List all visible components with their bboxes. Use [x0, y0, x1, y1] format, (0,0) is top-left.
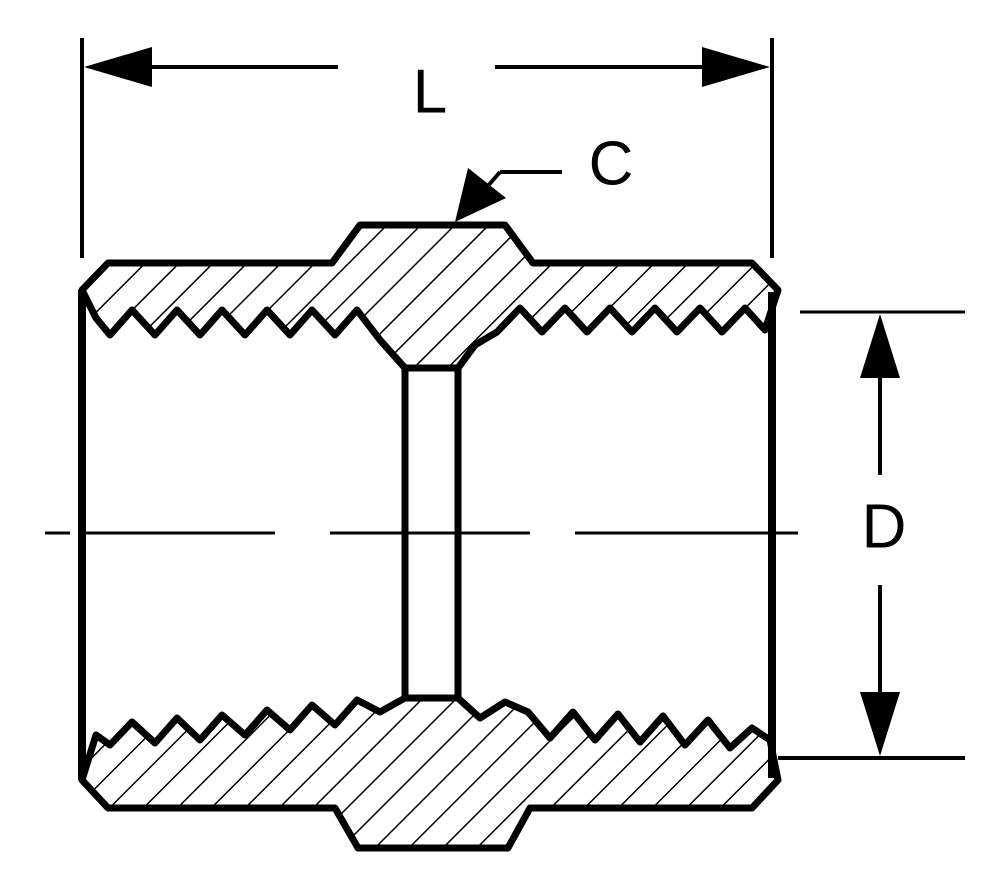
length-arrowhead-left [84, 47, 152, 87]
diameter-arrowhead-bottom [860, 692, 900, 756]
length-arrowhead-right [702, 47, 770, 87]
center-leader-arrowhead [455, 168, 506, 222]
length-dimension: L [80, 38, 774, 258]
coupling-top-wall [78, 221, 782, 372]
center-label: C [589, 129, 634, 198]
diameter-label: D [862, 492, 907, 561]
diameter-arrowhead-top [860, 314, 900, 378]
coupling-bottom-wall [78, 694, 782, 852]
diameter-dimension: D [778, 310, 965, 760]
length-label: L [413, 57, 447, 126]
center-leader: C [455, 129, 633, 222]
